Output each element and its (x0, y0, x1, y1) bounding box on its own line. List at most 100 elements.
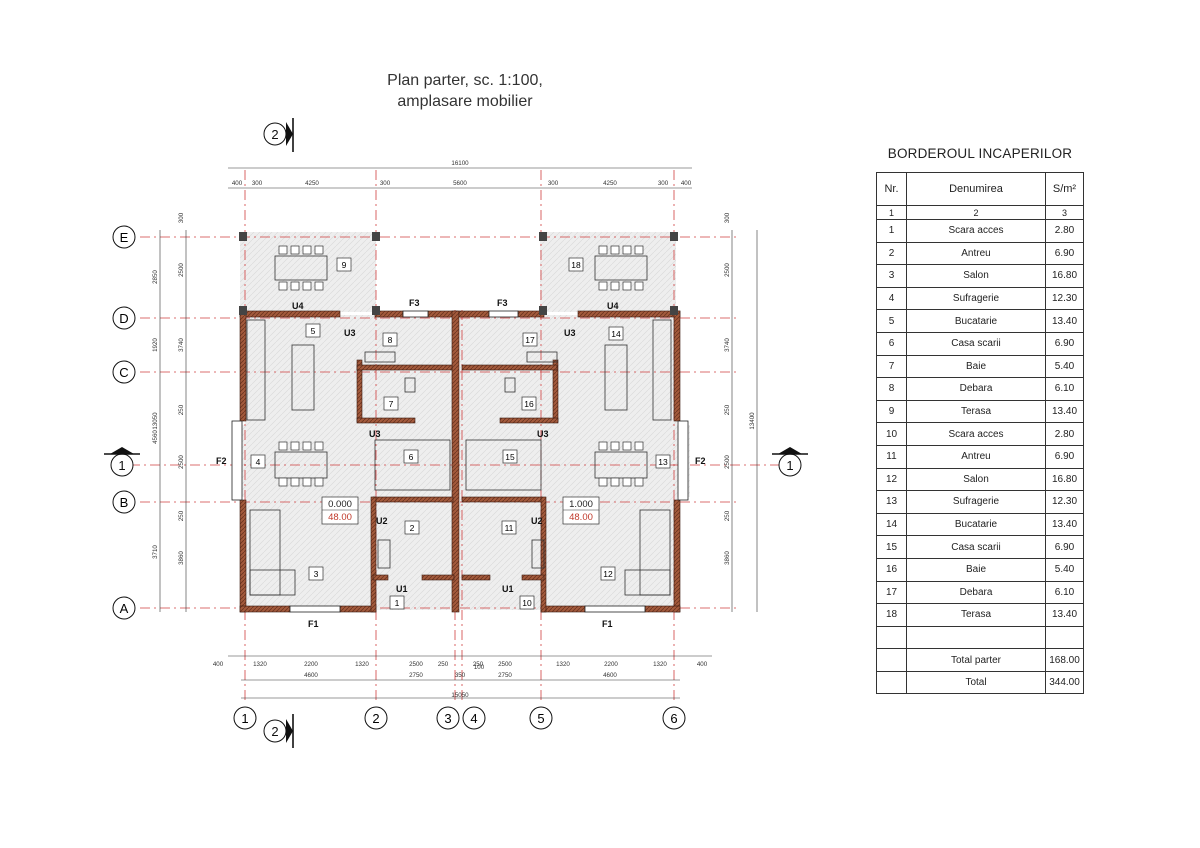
dim-bottom: 2500 (498, 661, 512, 668)
drawing-title: Plan parter, sc. 1:100, amplasare mobili… (345, 70, 585, 112)
cell-nr: 9 (876, 399, 907, 424)
section-mark-2-bottom: 2 (263, 714, 294, 748)
cell-name: Antreu (906, 444, 1046, 469)
axis-bubble-row (112, 490, 136, 514)
cell-name: Baie (906, 557, 1046, 582)
section-mark-1-right-label: 1 (786, 458, 793, 473)
room-tag: 13 (655, 454, 671, 469)
cell-area: 6.90 (1045, 444, 1084, 469)
table-total-row: Total 344.00 (876, 670, 1084, 695)
cell-area: 13.40 (1045, 399, 1084, 424)
chair (302, 281, 312, 291)
axis-bubble-row (112, 225, 136, 249)
section-mark-2-top-label: 2 (271, 127, 278, 142)
cell-name: Terasa (906, 399, 1046, 424)
chair (290, 281, 300, 291)
chair (302, 245, 312, 255)
header-name: Denumirea (906, 172, 1046, 206)
total-parter-value: 168.00 (1045, 648, 1084, 672)
room-number: 8 (388, 335, 393, 345)
dim-bottom-2: 2750 (498, 672, 512, 679)
cell-nr: 7 (876, 354, 907, 379)
room-tag: 11 (501, 520, 517, 535)
total-label: Total (906, 670, 1046, 695)
label-u3-right: U3 (564, 328, 576, 338)
room-tag: 17 (522, 332, 538, 347)
dim-bottom-2: 350 (455, 672, 466, 679)
dimension-lines (159, 167, 758, 699)
axis-col-label: 6 (670, 711, 677, 726)
chair (598, 245, 608, 255)
dim-bottom: 2500 (409, 661, 423, 668)
cell-nr: 18 (876, 603, 907, 627)
label-u2-left: U2 (376, 516, 388, 526)
dim-top: 300 (252, 180, 263, 187)
room-number: 15 (505, 452, 515, 462)
dim-right-inner: 2500 (724, 455, 731, 469)
cell-area: 16.80 (1045, 467, 1084, 492)
room-number: 9 (342, 260, 347, 270)
dim-right-outer: 13400 (749, 412, 756, 430)
dim-top-overall: 16100 (451, 160, 469, 167)
cell-nr: 6 (876, 331, 907, 356)
axis-bubble-col (662, 706, 686, 730)
dim-left-outer: 1920 (152, 338, 159, 352)
room-number: 2 (410, 523, 415, 533)
dim-bottom: 1320 (253, 661, 267, 668)
dim-top: 300 (548, 180, 559, 187)
chair (598, 281, 608, 291)
dim-bottom: 250 (438, 661, 449, 668)
dim-left-inner: 2500 (178, 455, 185, 469)
chair (634, 245, 644, 255)
table-total-parter-row: Total parter 168.00 (876, 648, 1084, 672)
label-u4-right: U4 (607, 301, 619, 311)
label-f3-right: F3 (497, 298, 508, 308)
table-empty-row (876, 625, 1084, 650)
label-u2-right: U2 (531, 516, 543, 526)
chair (278, 281, 288, 291)
dim-top: 4250 (603, 180, 617, 187)
room-number: 6 (409, 452, 414, 462)
room-number: 13 (658, 457, 668, 467)
cell-area: 13.40 (1045, 603, 1084, 627)
cell-nr: 13 (876, 490, 907, 514)
section-mark-2-top: 2 (263, 118, 294, 152)
label-f2-left: F2 (216, 456, 227, 466)
cell-name: Debara (906, 580, 1046, 605)
dim-bottom-2: 4600 (603, 672, 617, 679)
cell-nr: 10 (876, 422, 907, 446)
chair (302, 477, 312, 487)
axis-row-label: D (119, 311, 128, 326)
dim-bottom: 400 (213, 661, 224, 668)
dim-left-outer: 2850 (152, 270, 159, 284)
room-tag: 5 (305, 323, 321, 338)
room-number: 16 (524, 399, 534, 409)
cell-area: 2.80 (1045, 219, 1084, 243)
chair (278, 441, 288, 451)
room-tag: 9 (336, 257, 352, 272)
cell-name: Salon (906, 467, 1046, 492)
section-mark-1-right: 1 (772, 447, 808, 477)
cell-name: Terasa (906, 603, 1046, 627)
table-header-row: Nr. Denumirea S/m² (876, 172, 1084, 206)
axis-col-label: 5 (537, 711, 544, 726)
cell-area: 12.30 (1045, 490, 1084, 514)
chair (598, 477, 608, 487)
index-cell: 2 (906, 205, 1046, 220)
room-tag: 3 (308, 566, 324, 581)
chair (290, 441, 300, 451)
chair (278, 477, 288, 487)
cell-name: Antreu (906, 241, 1046, 266)
axis-row-label: E (120, 230, 129, 245)
cell-nr: 14 (876, 512, 907, 537)
chair (598, 441, 608, 451)
dim-bottom: 2200 (304, 661, 318, 668)
cell-nr: 8 (876, 377, 907, 401)
